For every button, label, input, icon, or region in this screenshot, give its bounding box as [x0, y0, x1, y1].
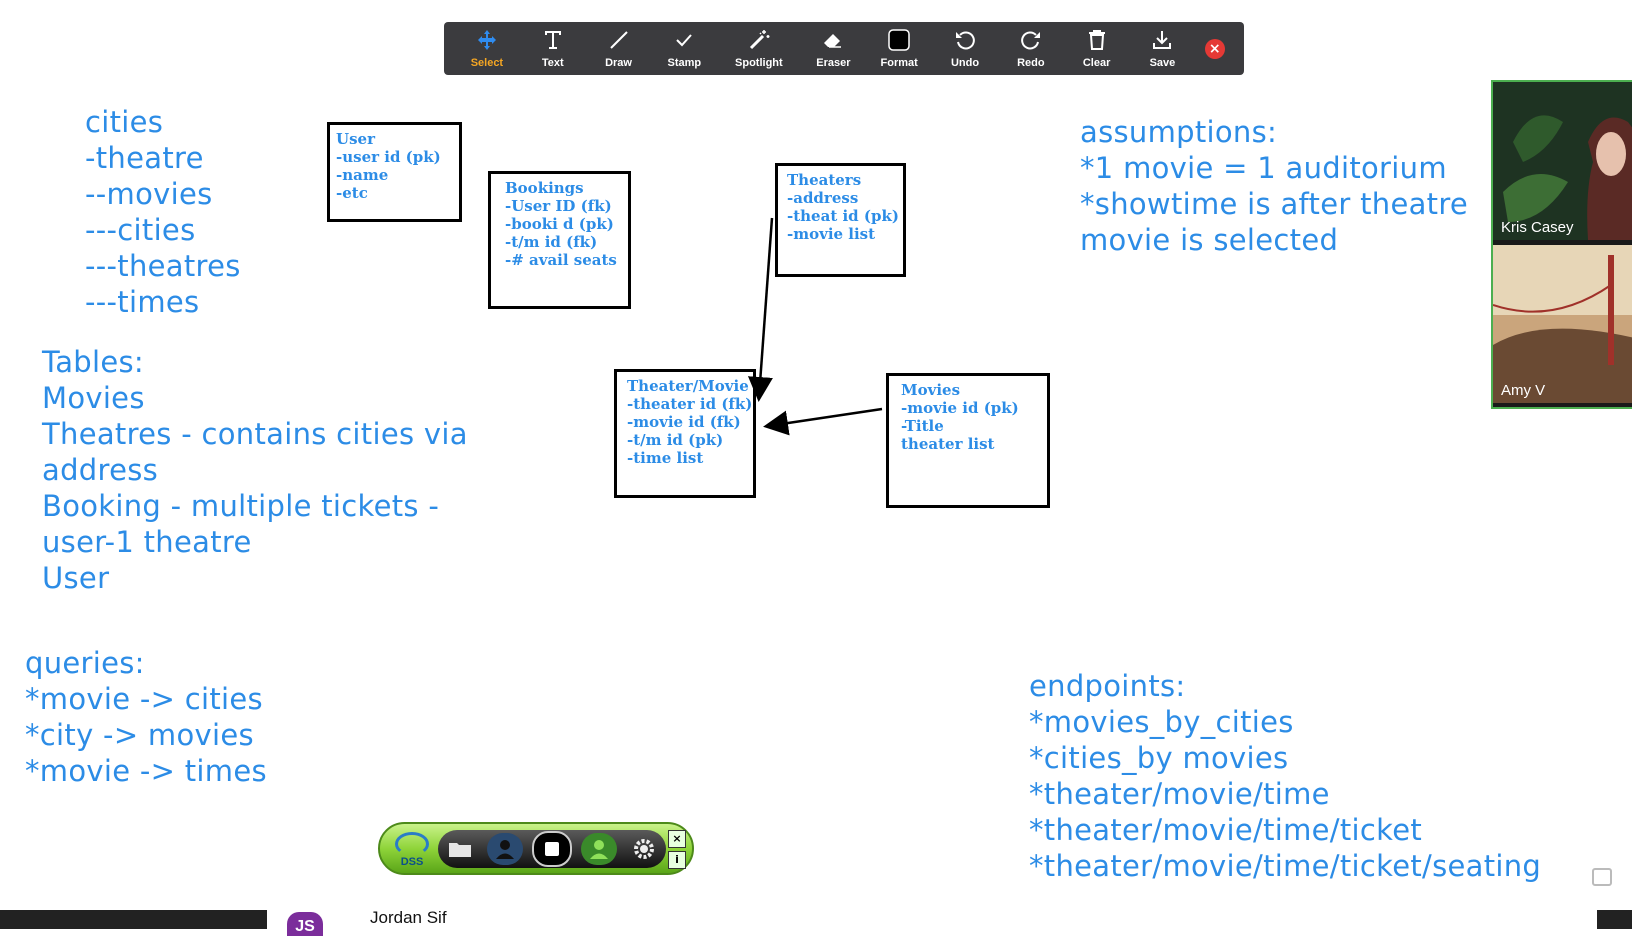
close-icon[interactable]: ×	[1204, 38, 1225, 59]
assumptions-note: assumptions: *1 movie = 1 auditorium *sh…	[1080, 115, 1469, 257]
queries-note: queries: *movie -> cities *city -> movie…	[25, 646, 267, 788]
select-tool[interactable]: Select	[454, 22, 520, 75]
theater-movie-table-box: Theater/Movie -theater id (fk) -movie id…	[614, 369, 756, 498]
participant-name: Jordan Sif	[370, 908, 447, 927]
eraser-icon	[824, 34, 842, 48]
annotation-toolbar: Select Text Draw Stamp Spotlight Eraser	[444, 22, 1244, 75]
stamp-check-icon	[676, 34, 693, 47]
draw-pen-icon	[609, 31, 628, 49]
video-panel: Kris Casey Amy V	[1491, 80, 1641, 409]
user-dark-icon[interactable]	[487, 833, 524, 865]
close-icon[interactable]: ×	[668, 830, 686, 848]
folder-icon[interactable]	[442, 833, 478, 865]
user-table-box: User -user id (pk) -name -etc	[327, 122, 462, 222]
avatar: JS	[287, 912, 323, 936]
format-tool[interactable]: Format	[866, 22, 932, 75]
save-tool[interactable]: Save	[1130, 22, 1196, 75]
redo-tool[interactable]: Redo	[998, 22, 1064, 75]
stop-icon[interactable]	[531, 831, 572, 867]
clear-tool[interactable]: Clear	[1064, 22, 1130, 75]
spotlight-tool[interactable]: Spotlight	[717, 22, 800, 75]
save-download-icon	[1153, 31, 1172, 49]
tables-note: Tables: Movies Theatres - contains citie…	[42, 345, 468, 595]
bookings-table-box: Bookings -User ID (fk) -booki d (pk) -t/…	[488, 171, 631, 309]
dss-widget: DSS × i	[378, 822, 694, 875]
text-t-icon	[544, 31, 561, 49]
draw-tool[interactable]: Draw	[586, 22, 652, 75]
bottom-strip: JS Jordan Sif	[0, 908, 1641, 936]
undo-tool[interactable]: Undo	[932, 22, 998, 75]
gear-icon[interactable]	[626, 833, 662, 865]
eraser-tool[interactable]: Eraser	[800, 22, 866, 75]
select-arrows-icon	[477, 30, 496, 50]
text-tool[interactable]: Text	[520, 22, 586, 75]
video-tile[interactable]: Amy V	[1493, 245, 1641, 403]
cities-list-note: cities -theatre --movies ---cities ---th…	[85, 105, 241, 319]
trash-icon	[1088, 30, 1105, 50]
stamp-tool[interactable]: Stamp	[651, 22, 717, 75]
theaters-table-box: Theaters -address -theat id (pk) -movie …	[775, 163, 906, 277]
participant-video-image	[1493, 245, 1641, 403]
dss-logo: DSS	[392, 832, 432, 872]
redo-icon	[1021, 31, 1040, 50]
undo-icon	[956, 31, 975, 50]
video-tile[interactable]: Kris Casey	[1493, 82, 1641, 240]
participant-video-image	[1493, 82, 1641, 240]
info-icon[interactable]: i	[668, 851, 686, 869]
spotlight-wand-icon	[749, 30, 770, 50]
format-square-icon	[888, 29, 910, 51]
share-icon[interactable]	[1592, 868, 1612, 886]
movies-table-box: Movies -movie id (pk) -Title theater lis…	[886, 373, 1050, 508]
endpoints-note: endpoints: *movies_by_cities *cities_by …	[1029, 669, 1542, 883]
user-green-icon[interactable]	[580, 833, 617, 865]
